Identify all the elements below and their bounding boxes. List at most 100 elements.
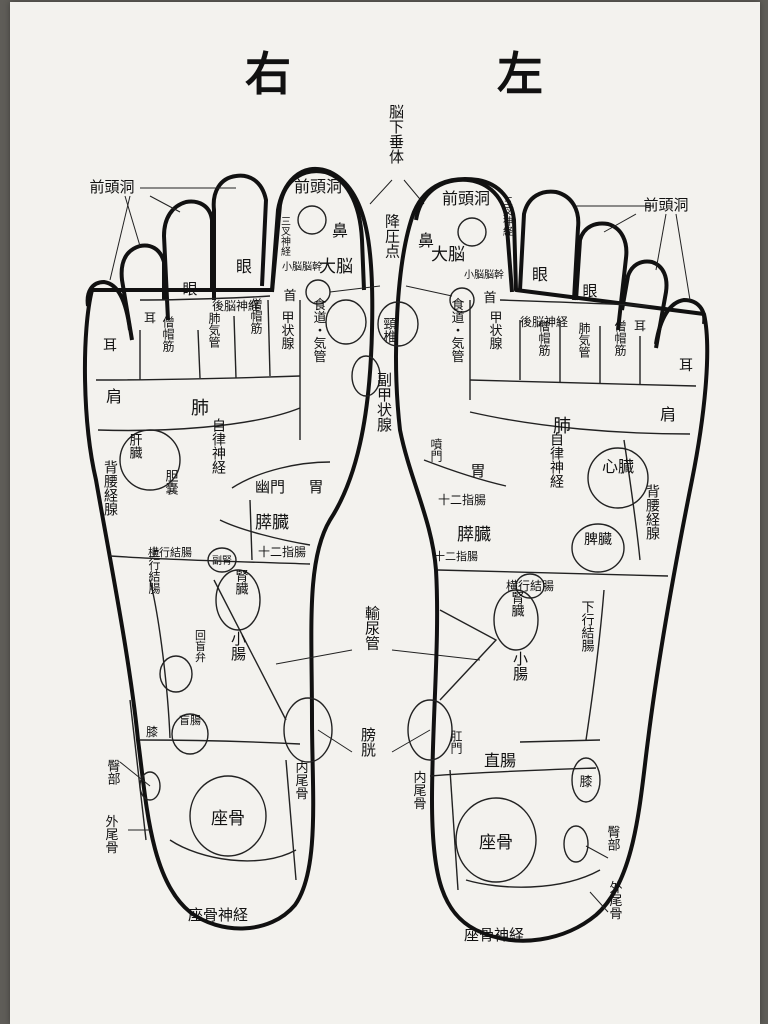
right-sciatic-circle bbox=[189, 775, 267, 857]
right-big-toe-outline bbox=[270, 169, 366, 293]
right-esophagus: 食道・気管 bbox=[311, 297, 327, 364]
left-spleen-circle bbox=[571, 523, 625, 573]
left-trapezius-1: 僧帽筋 bbox=[537, 320, 551, 357]
left-nose: 鼻 bbox=[418, 231, 434, 250]
left-duodenum: 十二指腸 bbox=[438, 492, 486, 507]
right-thyroid: 甲状腺 bbox=[279, 311, 295, 350]
right-trapezius-1: 僧帽筋 bbox=[161, 316, 175, 353]
right-liver: 肝臓 bbox=[127, 433, 143, 459]
center-labels: 脳下垂体 降圧点 副甲状腺 輸尿管 膀胱 bbox=[275, 104, 481, 758]
left-big-toe-outline bbox=[414, 177, 514, 293]
right-lung-bronchi: 肺気管 bbox=[207, 312, 221, 349]
left-lung-bronchi: 肺気管 bbox=[577, 322, 591, 359]
left-cardia: 噴門 bbox=[429, 438, 443, 462]
right-ascending-colon: 上行結腸 bbox=[147, 546, 161, 595]
right-small-intestine: 小腸 bbox=[229, 631, 247, 662]
right-eye: 眼 bbox=[236, 257, 252, 276]
left-stomach: 胃 bbox=[470, 462, 485, 480]
right-lung: 肺 bbox=[191, 398, 209, 419]
left-knee: 膝 bbox=[579, 775, 592, 790]
right-toe-2-outline bbox=[211, 173, 268, 300]
right-ileocecal: 回盲弁 bbox=[194, 629, 207, 662]
left-back-brain-nerve: 後脳神経 bbox=[520, 315, 568, 329]
pituitary-label: 脳下垂体 bbox=[387, 104, 405, 164]
left-toe-4-outline bbox=[620, 259, 669, 349]
right-pancreas: 膵臓 bbox=[255, 513, 289, 533]
right-hip-circle bbox=[139, 771, 161, 801]
right-duodenum: 十二指腸 bbox=[258, 544, 306, 559]
heading-right: 右 bbox=[245, 47, 291, 101]
left-small-intestine: 小腸 bbox=[511, 651, 529, 682]
bp-point-label: 降圧点 bbox=[383, 214, 401, 259]
right-nose-circle bbox=[297, 205, 327, 235]
left-autonomic: 自律神経 bbox=[548, 432, 564, 488]
left-sciatic-circle bbox=[455, 797, 537, 883]
left-toe-3-outline bbox=[574, 221, 629, 331]
right-sciatic-nerve: 座骨神経 bbox=[188, 906, 248, 924]
ureter-label: 輸尿管 bbox=[363, 606, 381, 651]
left-heart: 心臓 bbox=[602, 457, 634, 476]
heading-left: 左 bbox=[497, 47, 543, 101]
left-adrenal-circle bbox=[515, 573, 545, 599]
right-frontal-sinus-toe: 前頭洞 bbox=[294, 177, 342, 196]
left-foot-outline bbox=[394, 177, 710, 943]
reflexology-diagram: 右 左 bbox=[82, 47, 710, 944]
left-cervical-circle bbox=[377, 301, 419, 347]
left-coccyx-inner: 内尾骨 bbox=[411, 770, 427, 810]
left-transverse-colon: 横行結腸 bbox=[506, 579, 554, 593]
left-pancreas: 膵臓 bbox=[457, 525, 491, 545]
left-foot: 前頭洞 前頭洞 三叉神経 鼻 大脳 小脳脳幹 首 眼 眼 耳 後脳神経 甲状腺 … bbox=[377, 177, 710, 944]
right-foot-outline bbox=[82, 166, 375, 931]
right-ear: 耳 bbox=[103, 338, 117, 354]
left-lung: 肺 bbox=[553, 416, 571, 437]
right-cervical-circle-a bbox=[325, 299, 367, 345]
right-kidney: 腎臓 bbox=[233, 569, 249, 595]
right-adrenal-circle bbox=[207, 547, 237, 573]
left-neck: 首 bbox=[483, 291, 496, 306]
right-bladder-circle bbox=[283, 697, 333, 763]
right-eye-2: 眼 bbox=[182, 280, 197, 298]
left-hip: 臀部 bbox=[605, 825, 621, 851]
right-trigeminal: 三叉神経 bbox=[279, 216, 291, 256]
right-toe-5-outline bbox=[85, 280, 132, 331]
left-eye-2: 眼 bbox=[582, 282, 597, 300]
right-liver-circle bbox=[119, 429, 181, 491]
left-nose-circle bbox=[457, 217, 487, 247]
right-autonomic: 自律神経 bbox=[210, 418, 226, 474]
left-anus: 肛門 bbox=[449, 730, 463, 754]
left-bladder-circle bbox=[407, 699, 453, 761]
right-toe-3-outline bbox=[162, 199, 214, 321]
left-trigeminal: 三叉神経 bbox=[501, 196, 513, 236]
right-nose: 鼻 bbox=[332, 221, 348, 240]
left-cerebrum: 大脳 bbox=[431, 245, 465, 265]
right-sciatic-bone: 座骨 bbox=[211, 809, 245, 829]
left-neck-circle bbox=[449, 287, 475, 313]
right-hip: 臀部 bbox=[105, 759, 121, 785]
left-frontal-sinus-toe: 前頭洞 bbox=[442, 189, 490, 208]
left-back-waist: 背腰経腺 bbox=[644, 484, 660, 541]
right-cerebrum: 大脳 bbox=[319, 257, 353, 277]
right-parathyroid-circle bbox=[351, 355, 381, 397]
right-neck: 首 bbox=[283, 289, 296, 304]
left-frontal-sinus-outer: 前頭洞 bbox=[643, 196, 688, 214]
right-coccyx-inner: 内尾骨 bbox=[293, 760, 309, 800]
left-esophagus: 食道・気管 bbox=[449, 297, 465, 364]
left-rectum: 直腸 bbox=[484, 751, 516, 770]
right-ear-toe: 耳 bbox=[144, 311, 156, 325]
left-cerebellum: 小脳脳幹 bbox=[464, 268, 504, 281]
right-shoulder: 肩 bbox=[106, 387, 122, 406]
left-sciatic-nerve: 座骨神経 bbox=[464, 926, 524, 944]
right-appendix: 盲腸 bbox=[179, 713, 201, 727]
right-back-waist: 背腰経腺 bbox=[102, 460, 118, 517]
left-ear: 耳 bbox=[679, 358, 693, 374]
right-transverse-colon: 横行結腸 bbox=[148, 545, 192, 559]
right-knee: 膝 bbox=[146, 725, 158, 739]
right-foot: 前頭洞 前頭洞 三叉神経 鼻 大脳 小脳脳幹 首 眼 眼 耳 後脳神経 甲状腺 … bbox=[82, 166, 396, 931]
left-toe-5-outline bbox=[654, 298, 707, 345]
bladder-label: 膀胱 bbox=[359, 727, 377, 758]
left-descending-colon: 下行結腸 bbox=[579, 600, 595, 652]
left-heart-circle bbox=[587, 447, 649, 509]
left-shoulder: 肩 bbox=[660, 405, 676, 424]
right-gallbladder: 胆嚢 bbox=[163, 469, 179, 496]
right-trapezius-2: 僧帽筋 bbox=[249, 298, 263, 335]
